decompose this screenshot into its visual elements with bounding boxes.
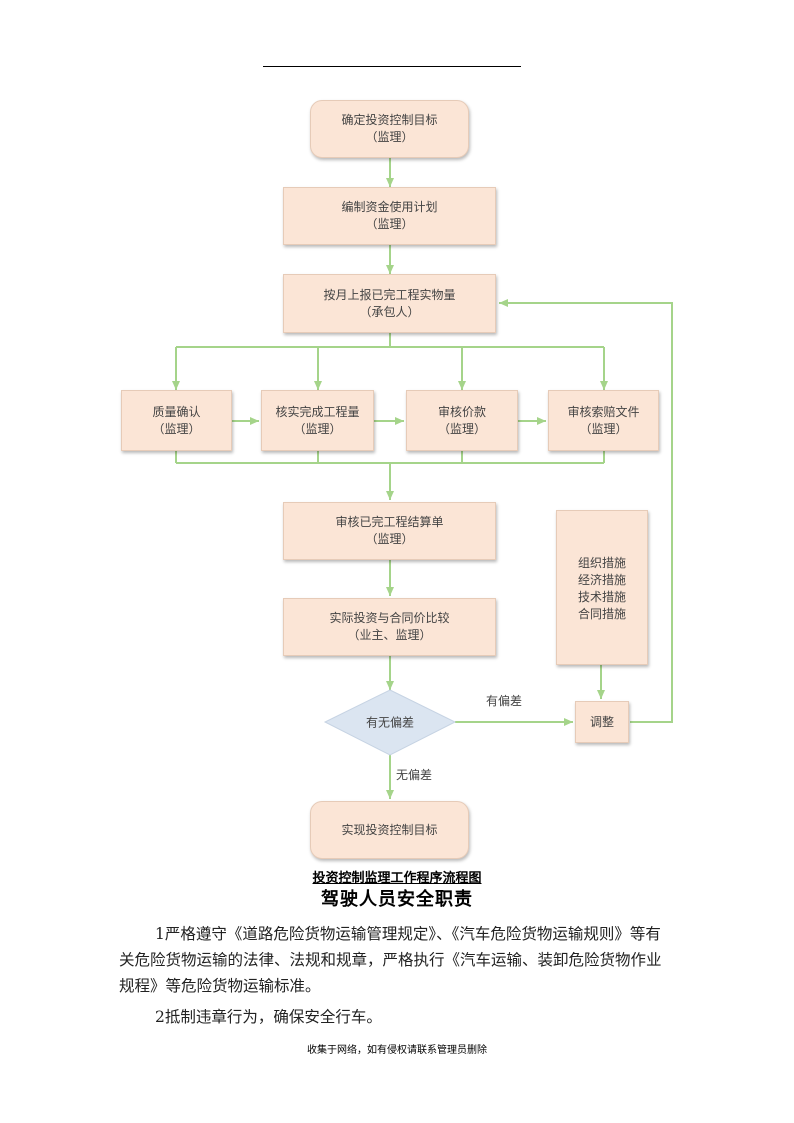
- node-measures: 组织措施 经济措施 技术措施 合同措施: [556, 510, 648, 665]
- arrow-adjust-back-to-report: [499, 299, 673, 723]
- node-verify-quantity: 核实完成工程量 （监理）: [261, 390, 374, 451]
- paragraph-1: 1严格遵守《道路危险货物运输管理规定》、《汽车危险货物运输规则》等有关危险货物运…: [119, 925, 662, 995]
- node-adjust: 调整: [575, 701, 629, 743]
- footer-disclaimer: 收集于网络，如有侵权请联系管理员删除: [307, 1045, 487, 1056]
- node-quality-confirm: 质量确认 （监理）: [121, 390, 232, 451]
- node-monthly-report: 按月上报已完工程实物量 （承包人）: [283, 274, 496, 333]
- paragraph-2: 2抵制违章行为，确保安全行车。: [155, 1008, 382, 1026]
- node-set-target: 确定投资控制目标 （监理）: [310, 100, 469, 158]
- node-achieve-target: 实现投资控制目标: [310, 801, 469, 859]
- edge-label-has-deviation: 有偏差: [486, 694, 523, 708]
- node-review-claims: 审核索赔文件 （监理）: [548, 390, 659, 451]
- document-title: 驾驶人员安全职责: [321, 889, 473, 910]
- flowchart-caption: 投资控制监理工作程序流程图: [312, 871, 482, 886]
- node-compare: 实际投资与合同价比较 （业主、监理）: [283, 598, 496, 656]
- node-fund-plan: 编制资金使用计划 （监理）: [283, 187, 496, 245]
- edge-label-no-deviation: 无偏差: [396, 768, 433, 782]
- deviation-diamond: [323, 689, 457, 756]
- deviation-check-label: 有无偏差: [365, 715, 415, 730]
- node-review-settlement: 审核已完工程结算单 （监理）: [283, 502, 496, 560]
- node-review-payment: 审核价款 （监理）: [406, 390, 518, 451]
- top-rule: [263, 66, 521, 67]
